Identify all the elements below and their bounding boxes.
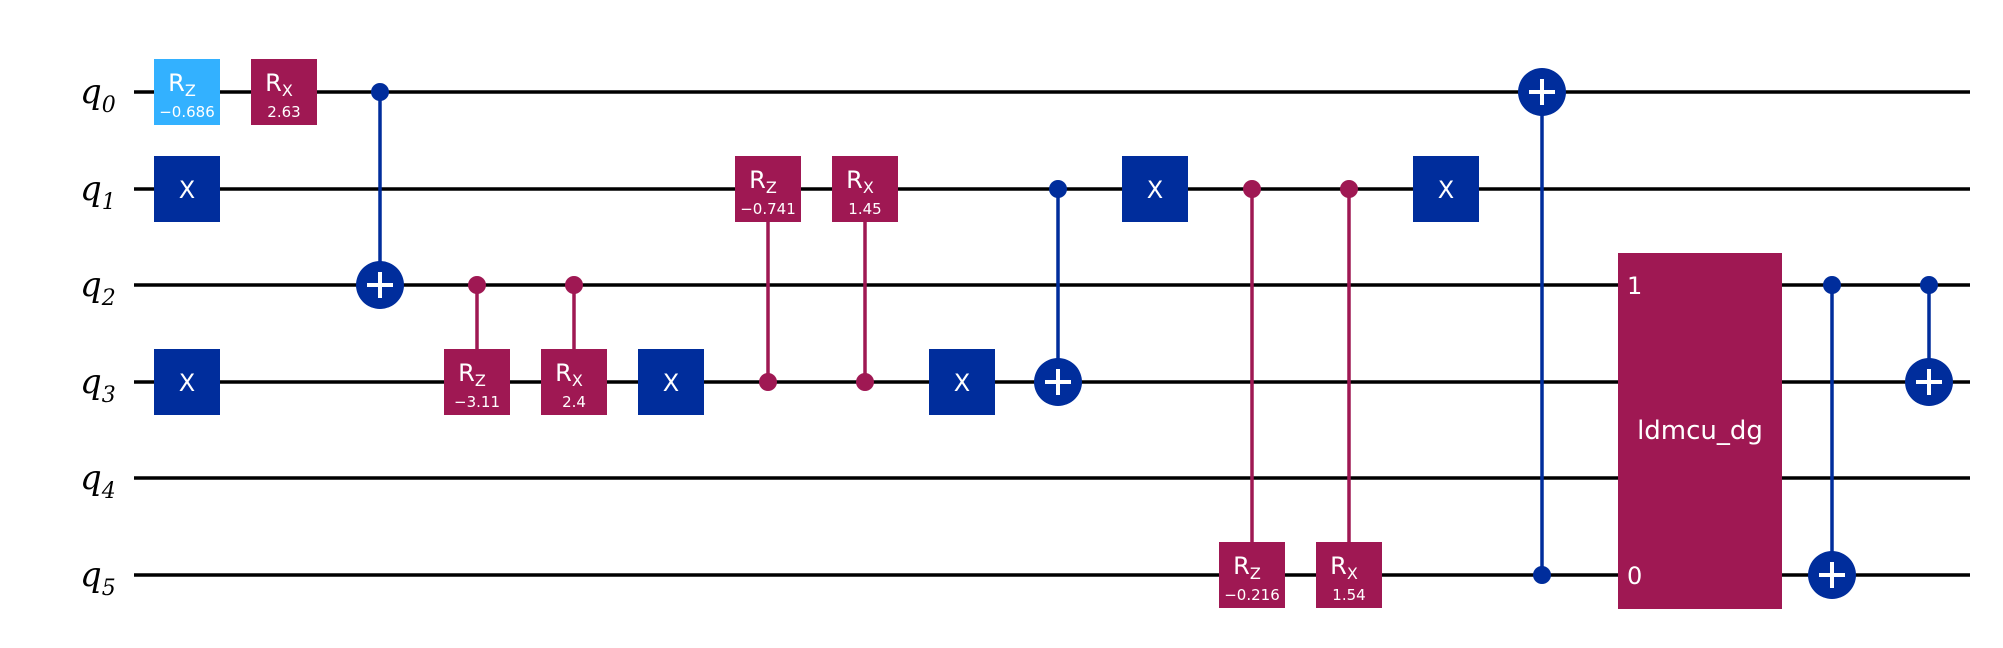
rotation-gate: RX 2.63 (251, 59, 317, 125)
control-dot (565, 276, 583, 294)
control-dot (759, 373, 777, 391)
qubit-index: 2 (101, 286, 116, 311)
rotation-gate-param: 1.54 (1332, 586, 1365, 604)
controlled-rotation-target: RX 1.45 (832, 156, 898, 222)
rotation-gate-label: RX (265, 69, 293, 100)
custom-gate-port-label: 1 (1627, 272, 1642, 300)
custom-gate-port-label: 0 (1627, 562, 1642, 590)
x-gate-box (1413, 156, 1479, 222)
control-dot (1340, 180, 1358, 198)
qubit-wires (134, 90, 1970, 577)
rotation-gate-label: RX (1330, 552, 1358, 583)
rotation-gate-label: RX (555, 359, 583, 390)
x-gate-label: X (663, 369, 679, 397)
control-dot (1533, 566, 1551, 584)
qubit-name: q (80, 458, 102, 498)
rotation-gate-box (154, 59, 220, 125)
qubit-label-4: q4 (80, 458, 116, 504)
rotation-gate: RZ −0.686 (154, 59, 220, 125)
rotation-gate-param: −0.216 (1224, 586, 1280, 604)
cnot-gate (356, 83, 404, 309)
x-gate-label: X (1147, 176, 1163, 204)
control-dot (856, 373, 874, 391)
control-dot (1243, 180, 1261, 198)
control-dot (1049, 180, 1067, 198)
rotation-gate-label: RX (846, 166, 874, 197)
x-gate-box (929, 349, 995, 415)
qubit-name: q (80, 72, 102, 112)
rotation-gate-box (444, 349, 510, 415)
x-gate-box (638, 349, 704, 415)
controlled-rotation (1243, 180, 1261, 575)
rotation-gate-label: RZ (749, 166, 777, 197)
custom-gate-box (1618, 253, 1782, 609)
rotation-gate-param: −0.741 (740, 200, 796, 218)
rotation-gate-label: RZ (458, 359, 486, 390)
x-gate-label: X (179, 176, 195, 204)
cnot-gate (1518, 68, 1566, 584)
control-dot (371, 83, 389, 101)
rotation-gate-param: −0.686 (159, 103, 215, 121)
x-gate: X (154, 349, 220, 415)
custom-gate: ldmcu_dg 1 0 (1618, 253, 1782, 609)
rotation-gate-box (1219, 542, 1285, 608)
x-gate: X (1413, 156, 1479, 222)
controlled-rotation-target: RX 2.4 (541, 349, 607, 415)
qubit-index: 5 (102, 576, 116, 601)
qubit-label-1: q1 (80, 169, 116, 215)
x-gate: X (929, 349, 995, 415)
x-gate: X (154, 156, 220, 222)
control-dot (468, 276, 486, 294)
qubit-name: q (80, 555, 102, 595)
qubit-label-3: q3 (80, 362, 116, 408)
cnot-gate (1034, 180, 1082, 406)
qubit-name: q (80, 169, 102, 209)
x-gate-box (154, 156, 220, 222)
custom-gate-label: ldmcu_dg (1637, 416, 1763, 446)
control-dot (1920, 276, 1938, 294)
rotation-gate-box (832, 156, 898, 222)
rotation-gate-box (1316, 542, 1382, 608)
rotation-gate-box (735, 156, 801, 222)
controlled-rotation (1340, 180, 1358, 575)
controlled-rotation-target: RX 1.54 (1316, 542, 1382, 608)
rotation-gate-param: 2.4 (562, 393, 586, 411)
qubit-index: 4 (101, 479, 116, 504)
rotation-gate-param: 2.63 (267, 103, 300, 121)
controlled-rotation-target: RZ −0.216 (1219, 542, 1285, 608)
x-gate-label: X (1438, 176, 1454, 204)
cnot-gate (1905, 276, 1953, 406)
qubit-index: 0 (102, 93, 116, 118)
x-gate: X (1122, 156, 1188, 222)
x-gate-label: X (954, 369, 970, 397)
x-gate: X (638, 349, 704, 415)
rotation-gate-param: −3.11 (454, 393, 500, 411)
x-gate-box (154, 349, 220, 415)
rotation-gate-label: RZ (1233, 552, 1261, 583)
qubit-index: 1 (102, 190, 116, 215)
x-gate-box (1122, 156, 1188, 222)
qubit-name: q (80, 362, 102, 402)
cnot-gate (1808, 276, 1856, 599)
rotation-gate-box (251, 59, 317, 125)
x-gate-label: X (179, 369, 195, 397)
rotation-gate-label: RZ (168, 69, 196, 100)
controlled-rotation-target: RZ −0.741 (735, 156, 801, 222)
qubit-label-5: q5 (80, 555, 116, 601)
qubit-name: q (80, 265, 102, 305)
controlled-rotation-target: RZ −3.11 (444, 349, 510, 415)
rotation-gate-param: 1.45 (848, 200, 881, 218)
qubit-index: 3 (102, 383, 116, 408)
rotation-gate-box (541, 349, 607, 415)
qubit-label-0: q0 (80, 72, 116, 118)
control-dot (1823, 276, 1841, 294)
qubit-label-2: q2 (80, 265, 116, 311)
